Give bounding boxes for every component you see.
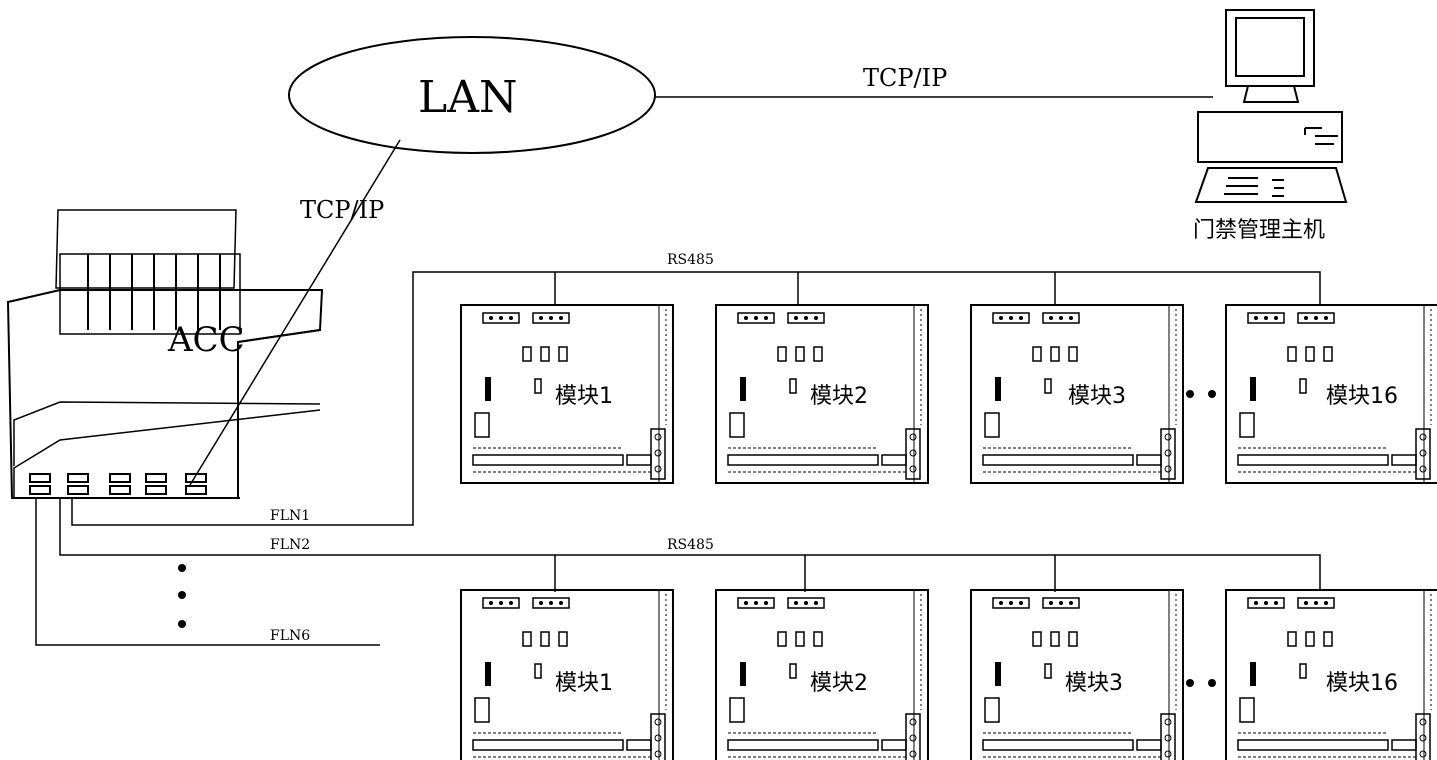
module-label: 模块16 [1326,671,1398,696]
module-label: 模块3 [1065,671,1123,696]
fln1-line [71,271,1321,526]
fln6-line [35,498,380,646]
tcpip-label-left: TCP/IP [300,196,385,224]
lan-label: LAN [418,72,518,123]
lan-cloud [288,36,656,154]
fln6-label: FLN6 [270,628,311,644]
rs485-label-bottom: RS485 [667,537,714,553]
module-label: 模块1 [555,671,613,696]
fln2-line [59,498,1321,590]
acc-label: ACC [168,320,245,360]
acc-controller [6,209,324,499]
tcpip-label-top: TCP/IP [863,64,948,92]
rs485-label-top: RS485 [667,252,714,268]
fln1-label: FLN1 [270,508,311,524]
lan-acc-link [189,139,401,486]
fln2-label: FLN2 [270,537,311,553]
module-label: 模块3 [1068,384,1126,409]
module-label: 模块16 [1326,384,1398,409]
module-label: 模块2 [810,671,868,696]
module-label: 模块1 [555,384,613,409]
ellipsis-dots [178,390,1216,687]
host-label: 门禁管理主机 [1193,218,1326,243]
computer-icon [1194,9,1348,203]
module-label: 模块2 [810,384,868,409]
